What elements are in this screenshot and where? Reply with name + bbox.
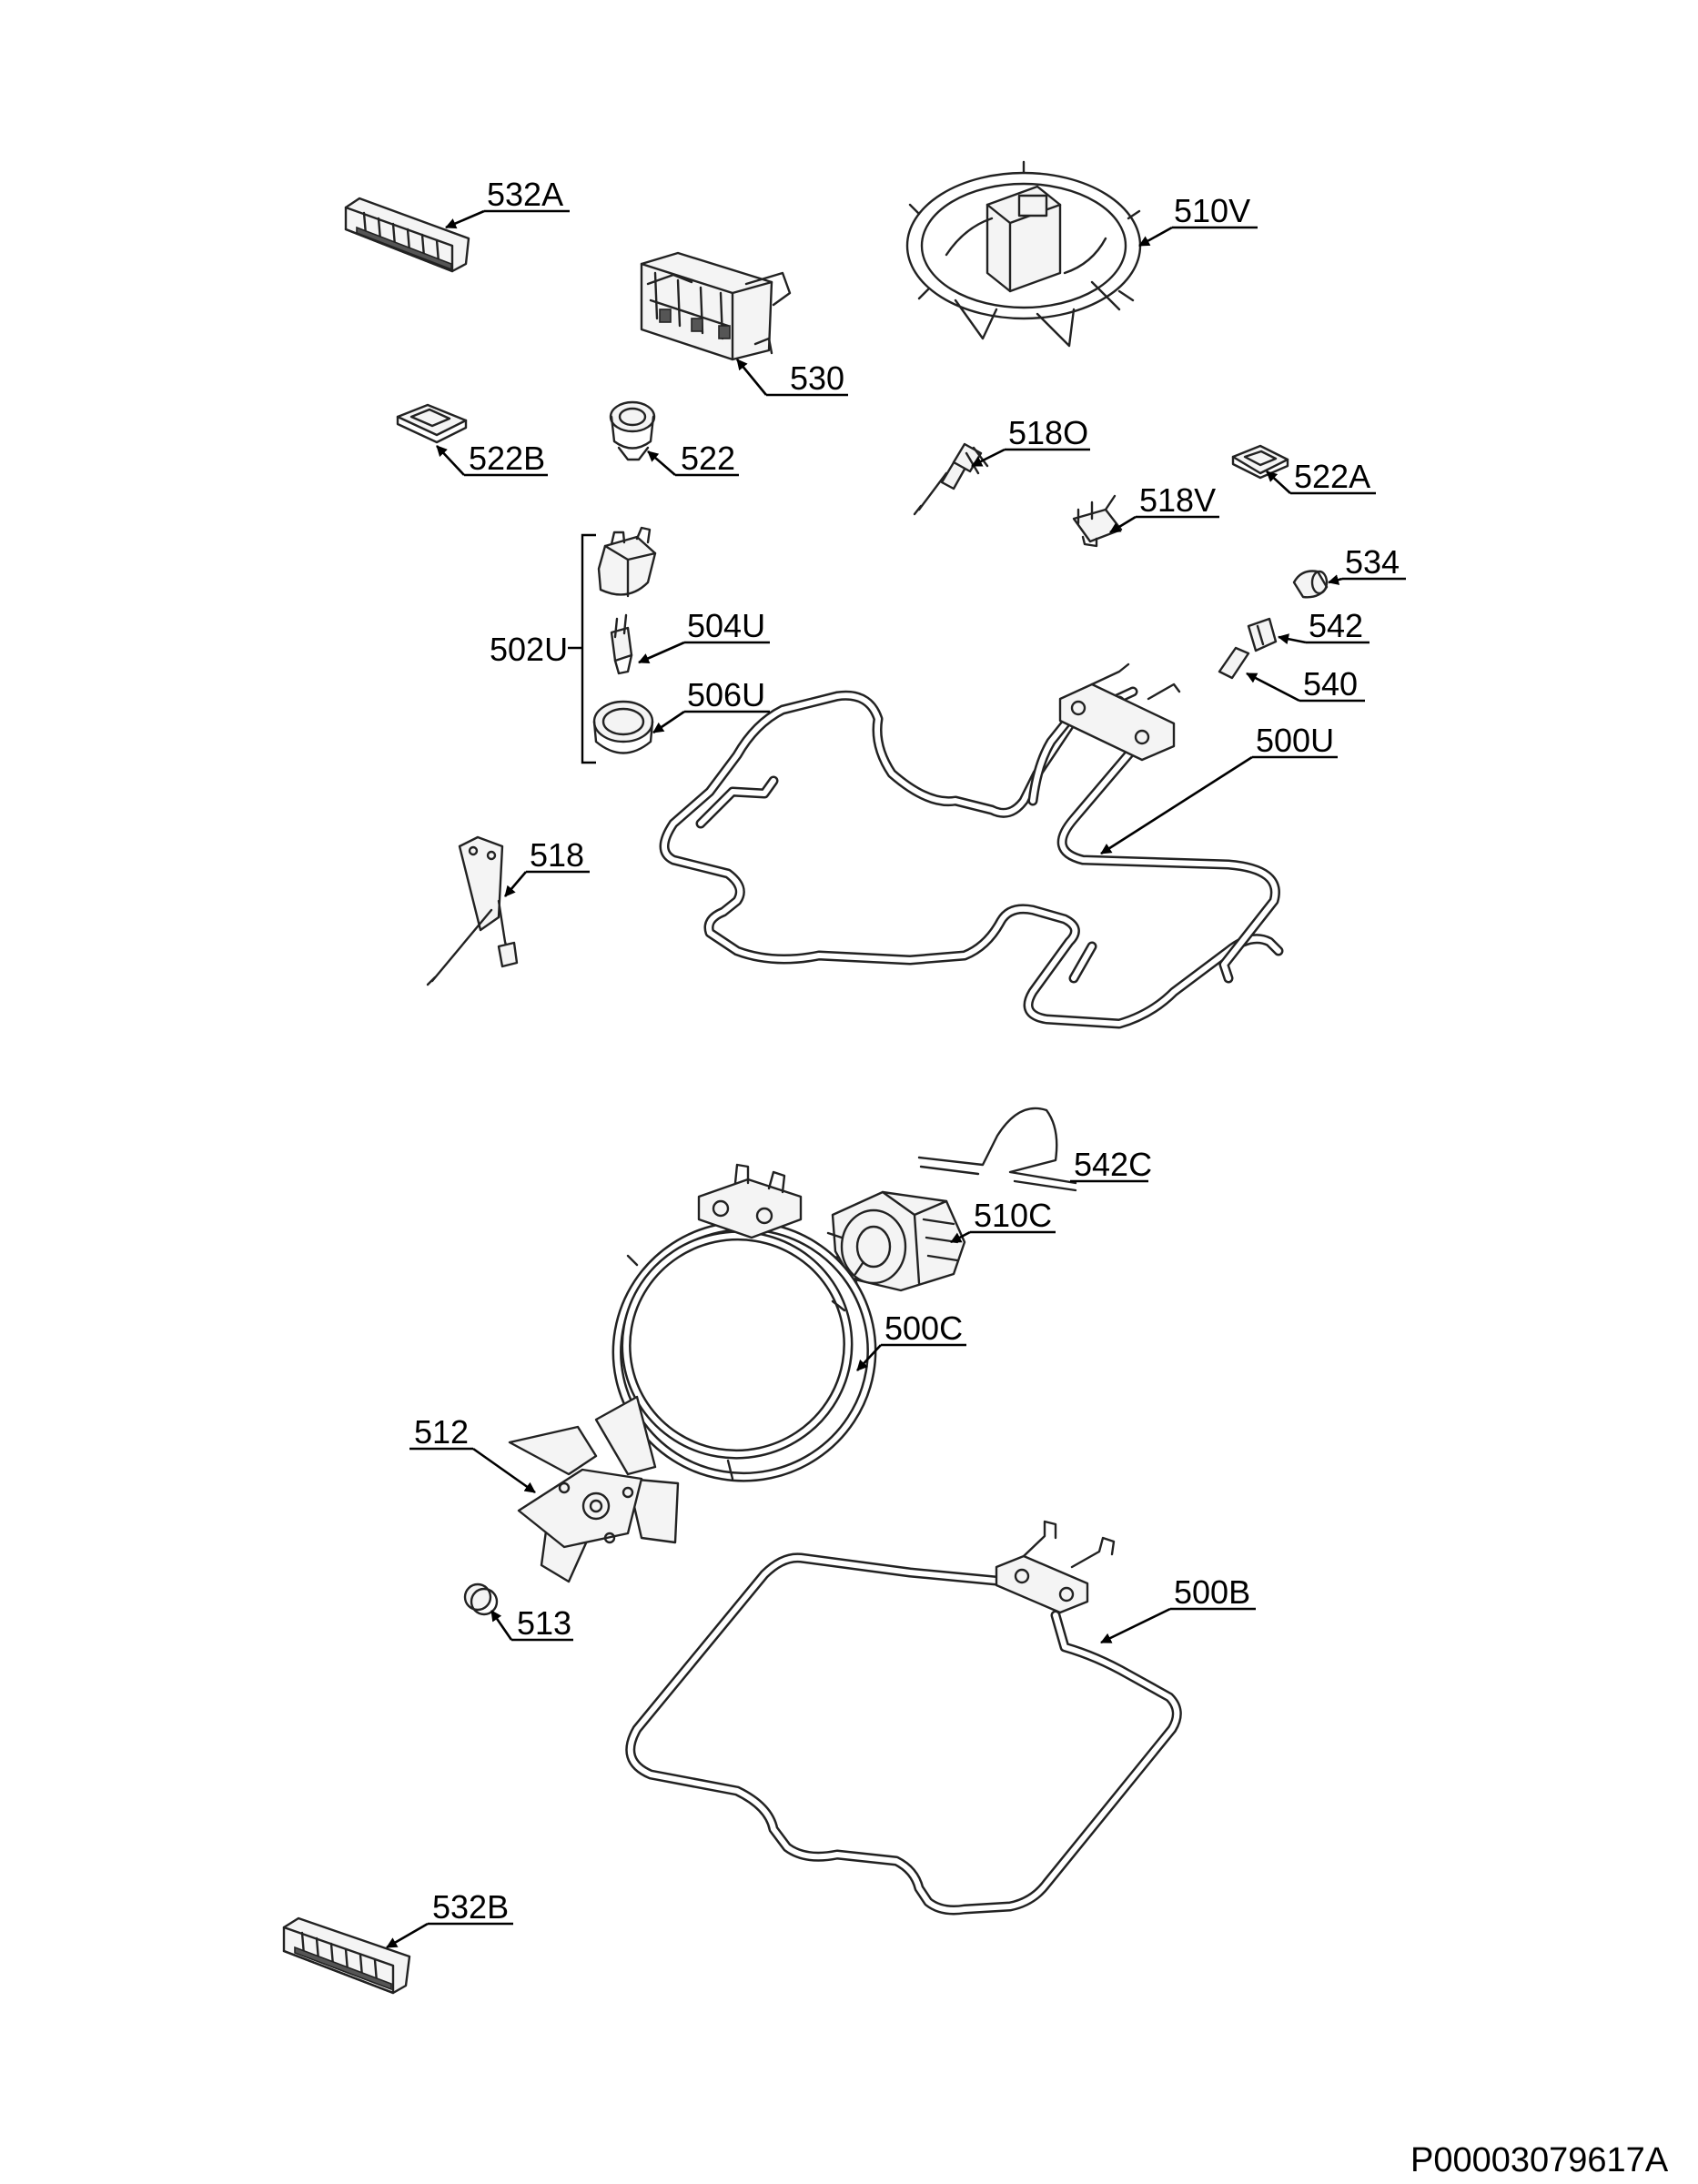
svg-text:504U: 504U — [687, 607, 765, 644]
svg-text:542: 542 — [1309, 607, 1363, 644]
svg-text:532A: 532A — [487, 176, 563, 213]
part-terminal-block-532b — [282, 1916, 411, 1995]
part-lower-element-500b — [625, 1520, 1182, 1916]
part-switch-module-530 — [640, 251, 792, 361]
callout-542: 542 — [1278, 607, 1370, 645]
callout-532b: 532B — [386, 1888, 513, 1949]
svg-text:532B: 532B — [432, 1888, 509, 1926]
part-lamp-cover-542 — [1247, 617, 1278, 652]
svg-text:500B: 500B — [1174, 1573, 1250, 1611]
svg-text:518V: 518V — [1139, 481, 1216, 519]
callout-518v: 518V — [1109, 481, 1219, 534]
part-sensor-probe-518o — [913, 442, 989, 516]
callout-522a: 522A — [1266, 458, 1376, 495]
part-knob-534 — [1292, 570, 1329, 599]
part-convection-motor-510c — [822, 1190, 966, 1299]
part-lamp-holder-522 — [609, 400, 656, 461]
callout-518o: 518O — [971, 414, 1090, 468]
svg-text:506U: 506U — [687, 676, 765, 713]
svg-text:542C: 542C — [1074, 1146, 1152, 1183]
bracket-502u-group — [568, 533, 596, 764]
svg-text:513: 513 — [517, 1604, 571, 1642]
part-thermal-sensor-518 — [426, 835, 519, 986]
part-circular-element-500c — [611, 1163, 877, 1482]
svg-text:502U: 502U — [490, 631, 568, 668]
callout-534: 534 — [1328, 543, 1406, 585]
part-sensor-bracket-518v — [1072, 494, 1123, 548]
svg-text:500U: 500U — [1256, 722, 1334, 759]
svg-text:522B: 522B — [469, 440, 545, 477]
part-fan-blade-512 — [508, 1395, 680, 1583]
part-nut-513 — [463, 1582, 499, 1616]
callout-540: 540 — [1246, 665, 1365, 703]
callout-510c: 510C — [950, 1197, 1056, 1244]
callout-500b: 500B — [1100, 1573, 1256, 1644]
document-id: P00003079617A — [1410, 2141, 1669, 2179]
callout-532a: 532A — [445, 176, 570, 229]
callout-542c: 542C — [1070, 1146, 1152, 1183]
svg-text:530: 530 — [790, 359, 844, 397]
part-bracket-522a — [1231, 444, 1289, 480]
svg-text:500C: 500C — [884, 1309, 963, 1347]
part-grill-element-500u — [659, 662, 1284, 1029]
callout-504u: 504U — [638, 607, 770, 664]
callout-522b: 522B — [436, 440, 548, 477]
callout-506u: 506U — [652, 676, 770, 734]
part-gasket-540 — [1218, 646, 1250, 680]
part-lamp-glass-506u — [592, 700, 654, 754]
callout-530: 530 — [735, 359, 848, 397]
callout-518: 518 — [504, 836, 590, 897]
part-fan-motor-510v — [905, 160, 1142, 348]
svg-text:512: 512 — [414, 1413, 469, 1451]
callout-510v: 510V — [1138, 192, 1258, 248]
svg-text:522: 522 — [681, 440, 735, 477]
svg-text:534: 534 — [1345, 543, 1400, 581]
part-bracket-522b — [396, 403, 468, 444]
part-terminal-block-532a — [344, 197, 470, 273]
callout-500u: 500U — [1100, 722, 1338, 855]
svg-text:540: 540 — [1303, 665, 1358, 703]
callout-512: 512 — [409, 1413, 536, 1494]
callout-522: 522 — [647, 440, 739, 477]
part-spring-clip-542c — [917, 1107, 1077, 1192]
svg-text:522A: 522A — [1294, 458, 1370, 495]
callout-500c: 500C — [856, 1309, 966, 1371]
callout-502u: 502U — [490, 631, 568, 668]
svg-text:510V: 510V — [1174, 192, 1250, 229]
part-terminal-504u — [610, 613, 633, 675]
svg-text:518O: 518O — [1008, 414, 1088, 451]
callout-513: 513 — [490, 1604, 573, 1642]
svg-text:510C: 510C — [974, 1197, 1052, 1234]
part-thermostat-cap-502u — [597, 526, 657, 598]
svg-text:518: 518 — [530, 836, 584, 874]
